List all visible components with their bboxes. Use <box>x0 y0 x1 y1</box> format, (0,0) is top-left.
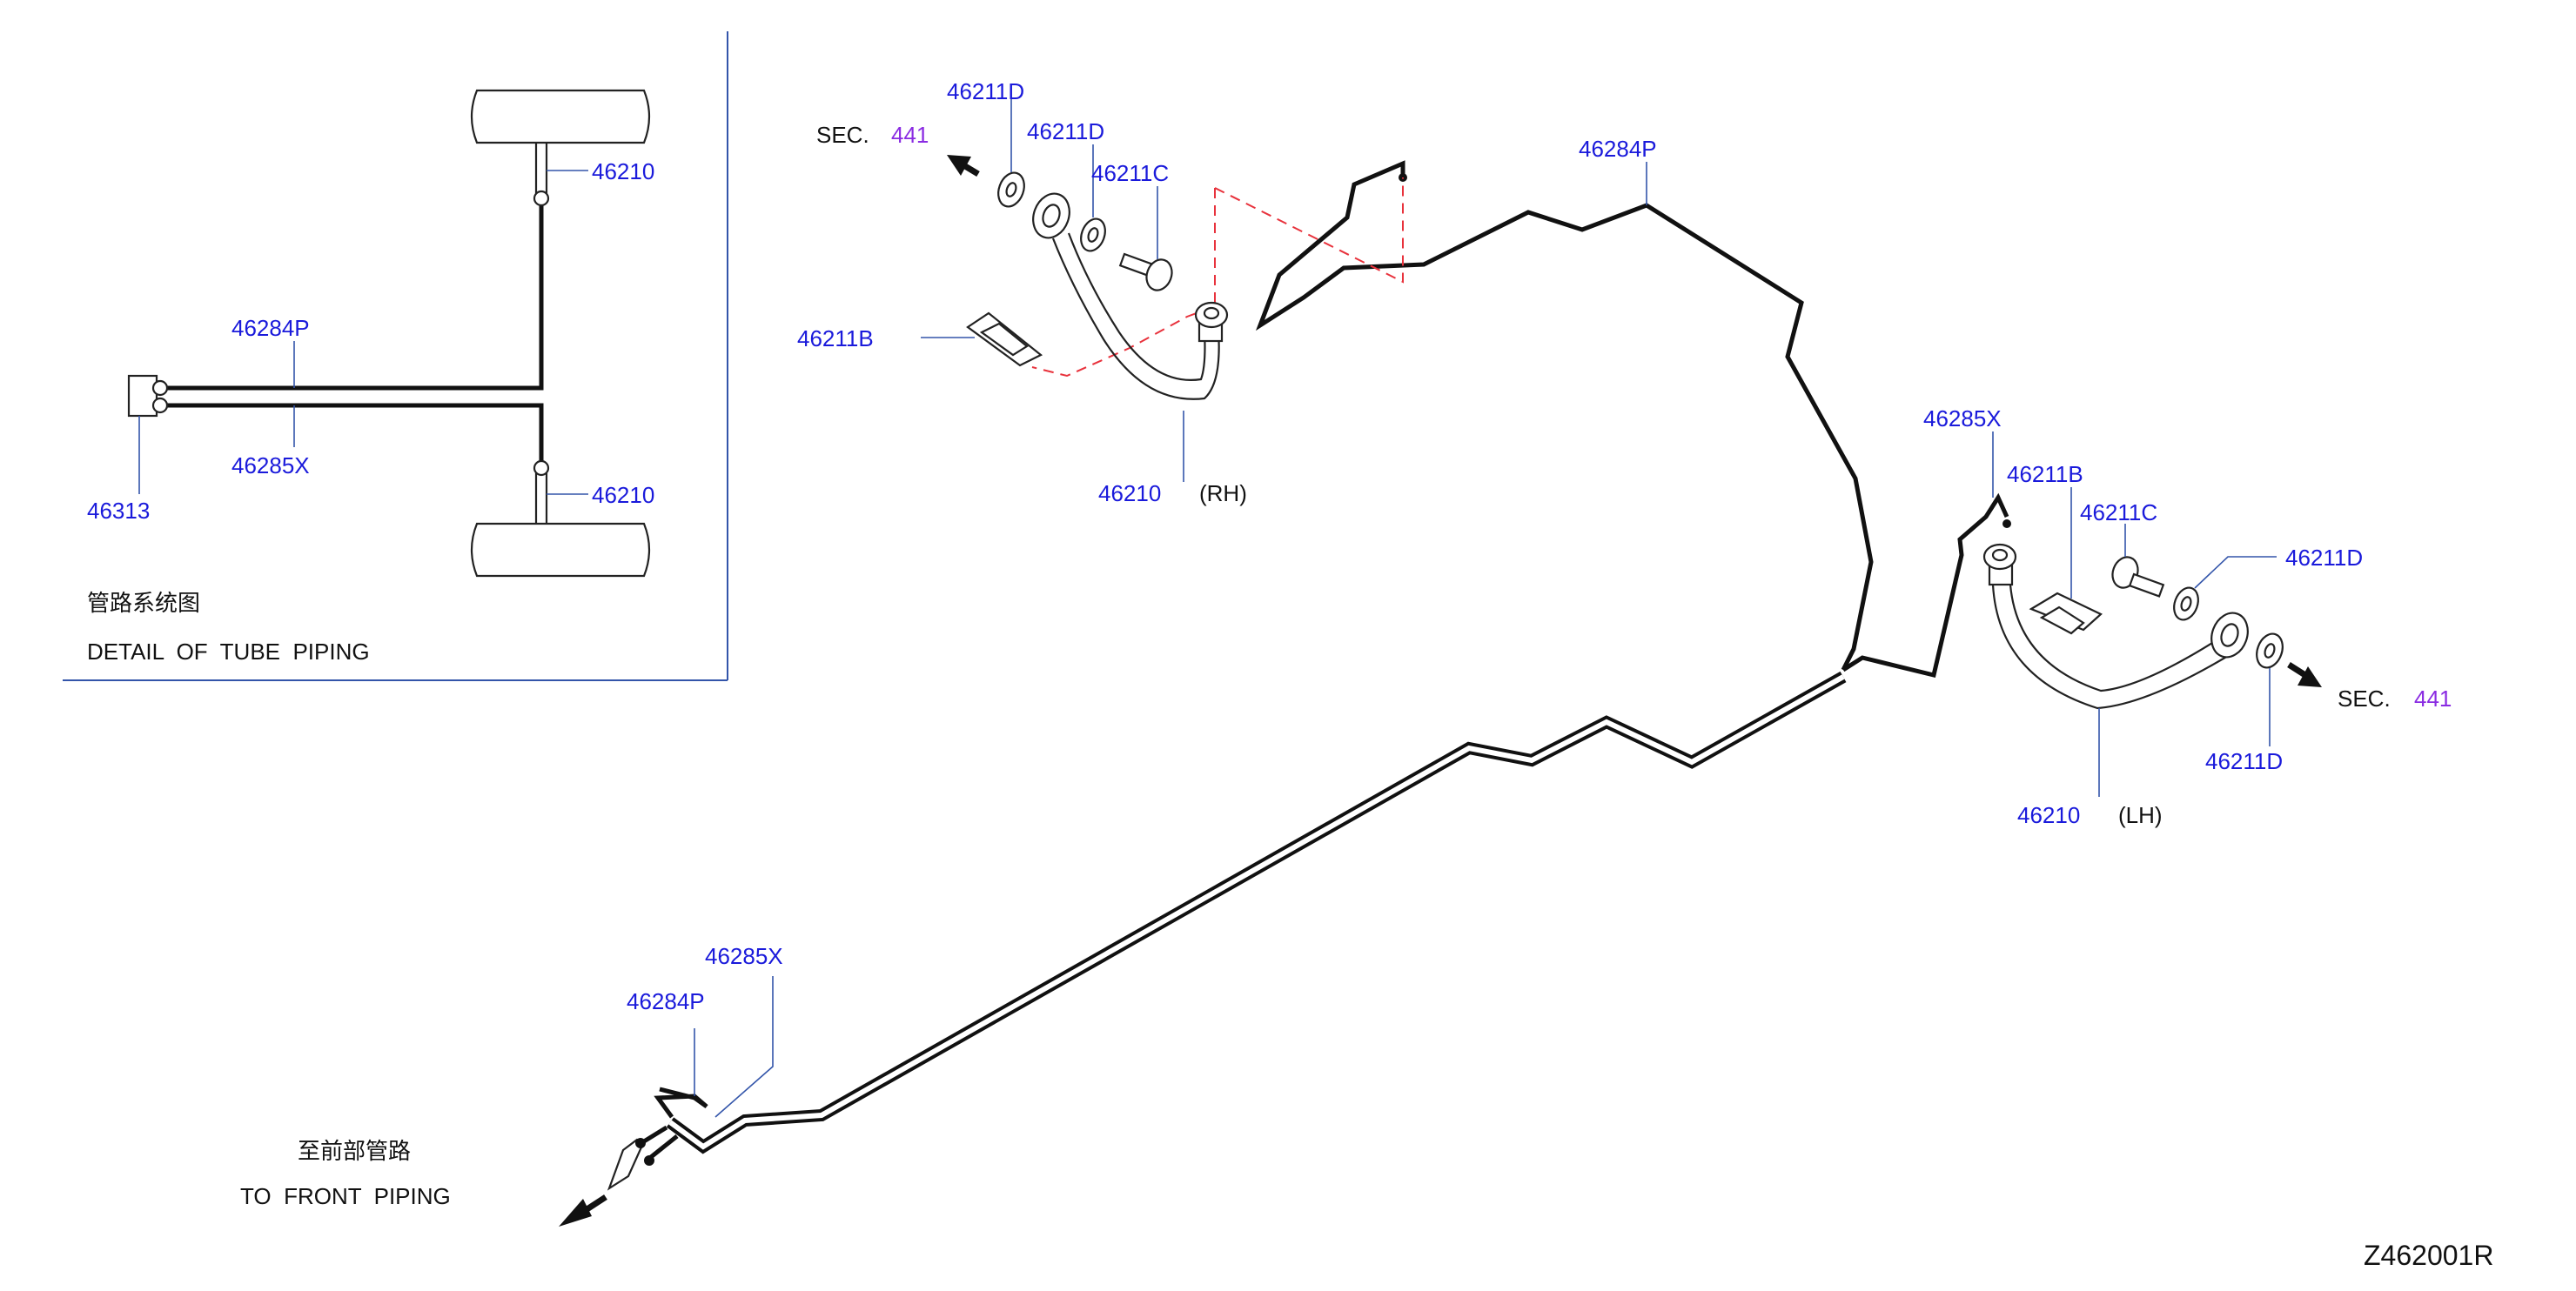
front-tube-end-b <box>649 1134 679 1159</box>
front-arrow-head <box>559 1199 592 1227</box>
lh-hose-line-a <box>1991 584 2229 710</box>
label-inset-tube-p: 46284P <box>231 315 310 341</box>
label-rh-washer-outer: 46211D <box>947 78 1024 104</box>
drawing-code: Z462001R <box>2364 1240 2493 1271</box>
connector-port-bottom <box>151 397 169 414</box>
label-rh-side: (RH) <box>1199 480 1247 506</box>
lh-sec-number: 441 <box>2414 686 2452 712</box>
rh-hose-line-a <box>1051 237 1220 400</box>
wheel-bottom <box>470 522 651 578</box>
label-rh-bolt: 46211C <box>1091 160 1169 186</box>
rh-sec-prefix: SEC. <box>816 122 869 148</box>
main-tube-route <box>666 160 2011 1154</box>
label-rh-clip: 46211B <box>797 325 874 351</box>
rh-washer-inner-hole <box>1087 227 1099 243</box>
tube-46284p-main <box>1255 160 1874 672</box>
rh-dash-a <box>1031 188 1216 378</box>
label-lh-clip: 46211B <box>2007 461 2083 487</box>
inset-tube-46284p <box>165 198 544 391</box>
label-lh-washer-outer: 46211D <box>2205 748 2283 774</box>
lh-clip <box>2029 592 2103 635</box>
label-inset-connector: 46313 <box>87 498 150 524</box>
label-lh-side: (LH) <box>2118 802 2163 828</box>
joint-bottom <box>533 459 550 477</box>
lh-washer-inner-hole <box>2180 596 2192 612</box>
label-rh-washer-inner: 46211D <box>1027 118 1104 144</box>
rh-sec-number: 441 <box>891 122 929 148</box>
label-inset-tube-x: 46285X <box>231 452 310 478</box>
label-lh-hose: 46210 <box>2017 802 2080 828</box>
rh-bolt <box>1118 252 1173 291</box>
label-lh-tube-x: 46285X <box>1923 405 2002 431</box>
label-lh-washer-inner: 46211D <box>2285 545 2363 571</box>
lh-banjo-hole <box>2220 623 2239 647</box>
front-caption-cn: 至前部管路 <box>298 1138 411 1164</box>
rh-banjo-hole <box>1042 204 1061 228</box>
inset-panel: 46210 46284P 46285X 46210 46313 管路系统图 DE… <box>63 31 728 681</box>
front-end-dot-a <box>635 1138 646 1148</box>
label-front-tube-p: 46284P <box>627 988 705 1014</box>
rh-arrow-head <box>947 155 971 176</box>
tube-46285x-lh <box>1841 492 2009 679</box>
rh-hose-end-hole <box>1203 306 1220 320</box>
label-rh-hose: 46210 <box>1098 480 1161 506</box>
label-front-tube-x: 46285X <box>705 943 783 969</box>
rh-group: SEC. 441 46211D 46211D 46211C 46211B 462… <box>797 78 1404 506</box>
rh-dash-b <box>1214 177 1404 284</box>
front-end-dot-b <box>644 1155 654 1166</box>
lh-sec-prefix: SEC. <box>2338 686 2391 712</box>
lh-washer-outer-hole <box>2264 643 2276 659</box>
connector-port-top <box>151 379 169 397</box>
tube-twin-outer <box>666 671 1847 1154</box>
inset-caption-en: DETAIL OF TUBE PIPING <box>87 639 370 665</box>
label-main-tube: 46284P <box>1579 136 1657 162</box>
label-lh-bolt: 46211C <box>2080 499 2157 525</box>
leader-front-tube-x <box>714 976 774 1118</box>
wheel-top <box>470 89 651 144</box>
tube-twin-inner <box>668 674 1845 1150</box>
inset-caption-cn: 管路系统图 <box>87 590 200 616</box>
joint-top <box>533 190 550 207</box>
label-inset-hose-top: 46210 <box>592 158 654 184</box>
front-caption-en: TO FRONT PIPING <box>240 1183 451 1209</box>
inset-tube-46285x <box>165 403 544 468</box>
lh-group: 46285X 46211B 46211C 46211D SEC. 441 462… <box>1923 405 2452 828</box>
front-bracket-zigzag <box>654 1087 708 1119</box>
rh-hose-line-b <box>1067 232 1206 381</box>
connector-block <box>127 374 158 418</box>
lh-hose-end-hole <box>1991 548 2009 562</box>
front-end: 46285X 46284P 至前部管路 TO FRONT PIPING <box>240 943 783 1227</box>
tube-end-lh <box>2002 519 2011 528</box>
lh-hose-line-b <box>2009 584 2220 692</box>
lh-arrow-head <box>2298 666 2322 687</box>
rh-clip <box>966 311 1043 367</box>
lh-bolt <box>2111 556 2165 598</box>
leader-lh-washer-inner <box>2194 556 2277 589</box>
label-inset-hose-bottom: 46210 <box>592 482 654 508</box>
front-tube-end-a <box>642 1125 668 1144</box>
rh-washer-outer-hole <box>1005 182 1017 197</box>
